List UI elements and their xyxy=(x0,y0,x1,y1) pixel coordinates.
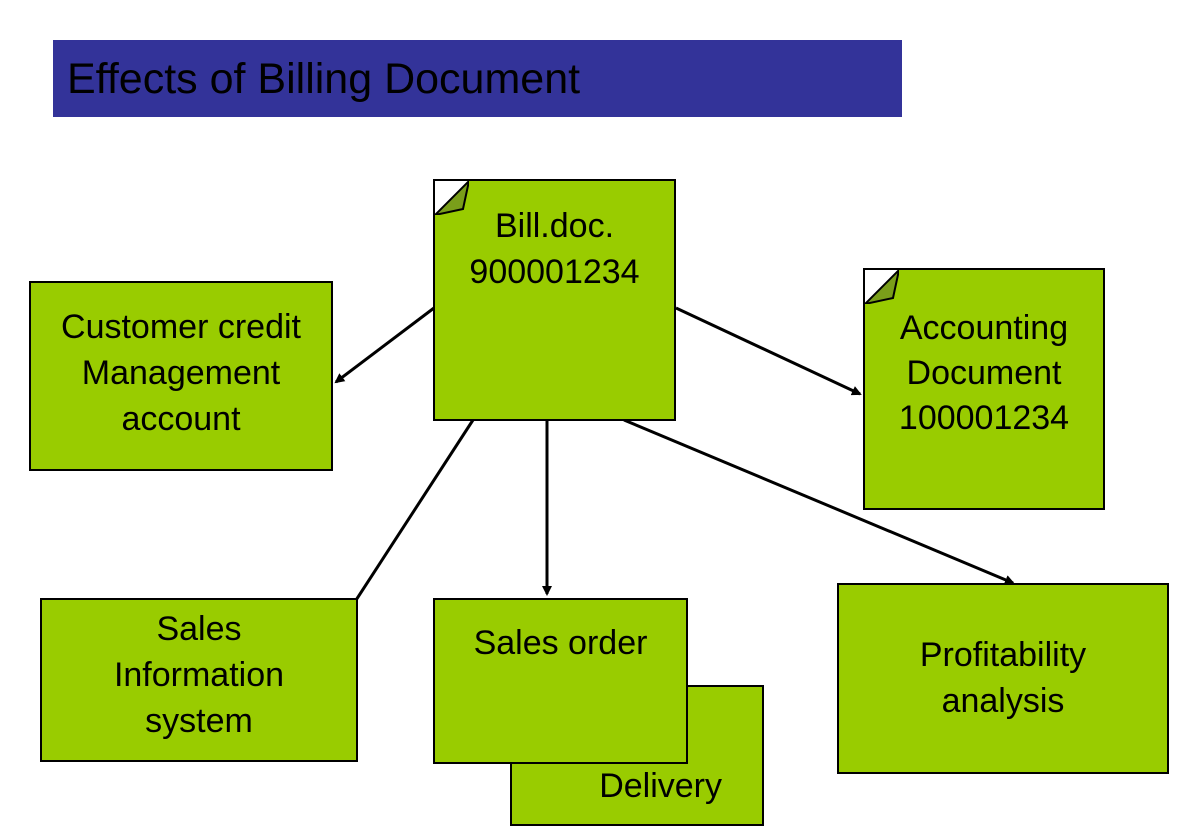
credit-management-line1: Customer credit xyxy=(61,308,301,346)
sis-line2: Information xyxy=(113,656,285,694)
folded-corner-icon xyxy=(435,181,469,215)
page-title: Effects of Billing Document xyxy=(67,55,581,103)
profitability-line2: analysis xyxy=(941,682,1065,720)
accounting-document-line1: Accounting xyxy=(899,309,1069,347)
credit-management-line3: account xyxy=(121,400,241,438)
billing-document-label: Bill.doc. xyxy=(494,207,615,245)
sales-order-label: Sales order xyxy=(473,624,648,662)
arrow-to-credit xyxy=(334,306,435,384)
sis-line3: system xyxy=(145,702,253,740)
credit-management-line2: Management xyxy=(81,354,281,392)
arrow-to-accounting xyxy=(675,306,862,396)
sales-order-box: Sales order xyxy=(433,598,688,764)
accounting-document-line2: Document xyxy=(906,354,1062,392)
delivery-label: Delivery xyxy=(599,767,722,805)
accounting-document-number: 100001234 xyxy=(898,399,1070,437)
profitability-analysis-box: Profitability analysis xyxy=(837,583,1169,774)
accounting-document-box: Accounting Document 100001234 xyxy=(863,268,1105,510)
folded-corner-icon xyxy=(865,270,899,304)
sis-line1: Sales xyxy=(156,610,242,648)
billing-document-number: 900001234 xyxy=(469,253,640,291)
arrow-to-profitability xyxy=(623,418,1015,585)
profitability-line1: Profitability xyxy=(919,636,1087,674)
billing-document-box: Bill.doc. 900001234 xyxy=(433,179,676,421)
credit-management-box: Customer credit Management account xyxy=(29,281,333,471)
sales-information-system-box: Sales Information system xyxy=(40,598,358,762)
title-bar: Effects of Billing Document xyxy=(53,40,902,117)
